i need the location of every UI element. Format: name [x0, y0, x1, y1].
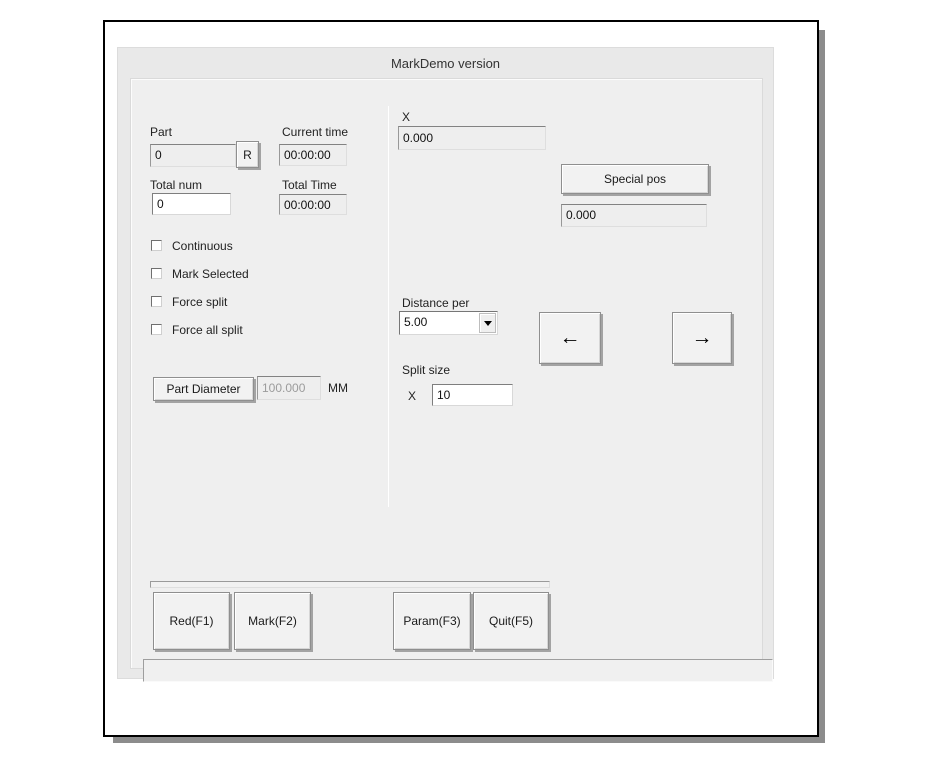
combobox-dropdown-button[interactable] — [479, 313, 496, 333]
status-bar — [143, 659, 773, 682]
mark-dialog: MarkDemo version Part 0 R Current time 0… — [117, 47, 774, 682]
current-time-label: Current time — [282, 125, 349, 139]
checkbox[interactable] — [151, 240, 162, 251]
part-label: Part — [150, 125, 173, 139]
distance-per-label: Distance per — [402, 296, 470, 310]
total-time-field: 00:00:00 — [279, 194, 347, 215]
left-arrow-icon: ← — [559, 326, 581, 349]
red-button[interactable]: Red(F1) — [153, 592, 230, 650]
total-num-input[interactable] — [152, 193, 231, 215]
part-diameter-field: 100.000 — [257, 376, 321, 400]
checkbox[interactable] — [151, 296, 162, 307]
combobox-value: 5.00 — [404, 315, 428, 329]
split-size-input[interactable] — [432, 384, 513, 406]
mark-button[interactable]: Mark(F2) — [234, 592, 311, 650]
move-left-button[interactable]: ← — [539, 312, 601, 364]
part-diameter-button[interactable]: Part Diameter — [153, 377, 254, 401]
special-pos-field: 0.000 — [561, 204, 707, 227]
app-window: MarkDemo version Part 0 R Current time 0… — [103, 20, 819, 737]
split-axis-label: X — [408, 389, 417, 403]
checkbox-label: Force all split — [172, 323, 243, 337]
total-num-label: Total num — [150, 178, 203, 192]
distance-per-combobox[interactable]: 5.00 — [399, 311, 498, 335]
checkbox-row-force-split[interactable]: Force split — [151, 295, 311, 309]
right-arrow-icon: → — [691, 326, 713, 349]
current-time-field: 00:00:00 — [279, 144, 347, 166]
total-time-label: Total Time — [282, 178, 337, 192]
x-position-field: 0.000 — [398, 126, 546, 150]
checkbox-row-continuous[interactable]: Continuous — [151, 239, 311, 253]
x-position-label: X — [402, 110, 411, 124]
unit-label: MM — [328, 381, 348, 395]
quit-button[interactable]: Quit(F5) — [473, 592, 549, 650]
checkbox[interactable] — [151, 324, 162, 335]
checkbox-label: Continuous — [172, 239, 233, 253]
progress-bar — [150, 581, 550, 588]
move-right-button[interactable]: → — [672, 312, 732, 364]
dialog-title: MarkDemo version — [390, 56, 501, 71]
part-count-field: 0 — [150, 144, 236, 167]
split-size-label: Split size — [402, 363, 451, 377]
checkbox-label: Force split — [172, 295, 228, 309]
checkbox[interactable] — [151, 268, 162, 279]
checkbox-row-mark-selected[interactable]: Mark Selected — [151, 267, 311, 281]
param-button[interactable]: Param(F3) — [393, 592, 471, 650]
chevron-down-icon — [483, 320, 492, 326]
special-pos-button[interactable]: Special pos — [561, 164, 709, 194]
reset-button[interactable]: R — [236, 141, 259, 168]
checkbox-row-force-all-split[interactable]: Force all split — [151, 323, 311, 337]
vertical-divider — [388, 106, 389, 507]
checkbox-label: Mark Selected — [172, 267, 249, 281]
